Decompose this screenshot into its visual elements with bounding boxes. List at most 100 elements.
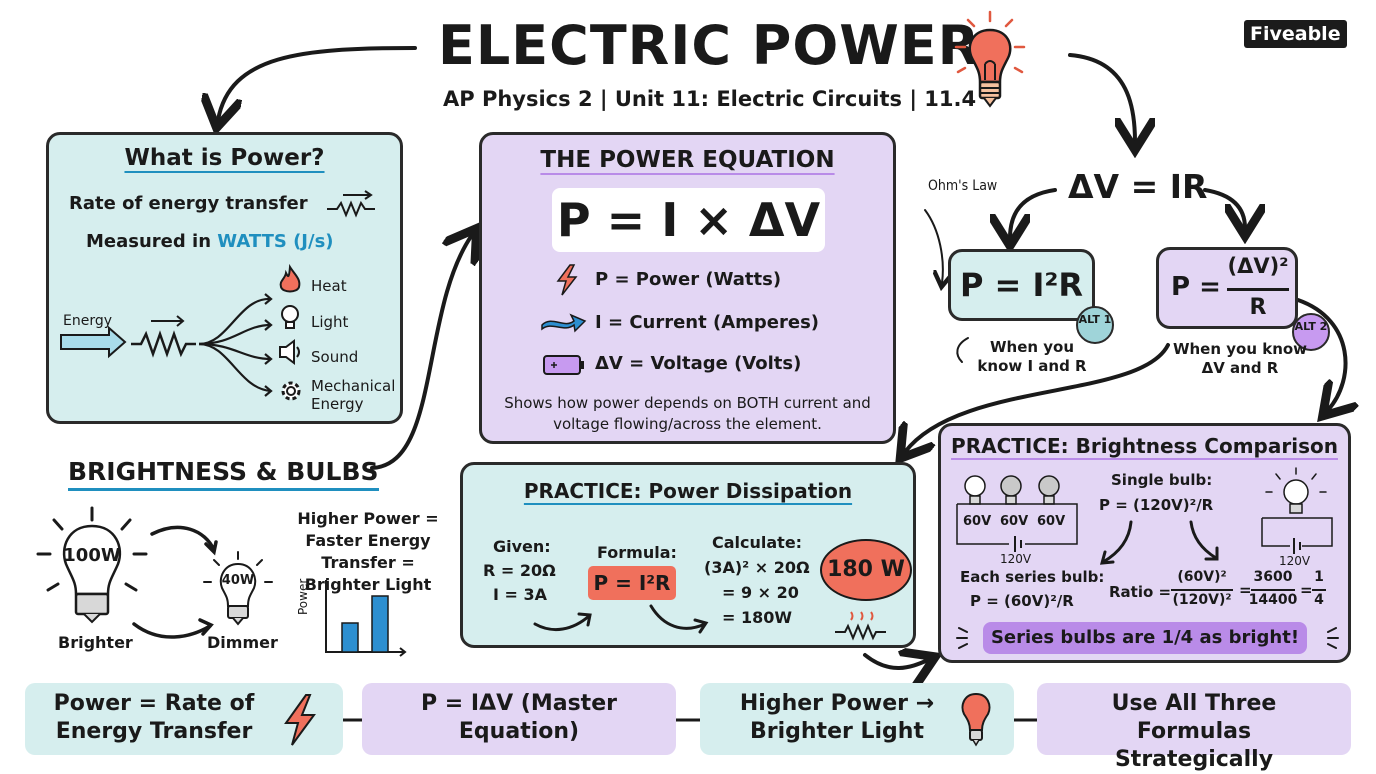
alt2-lhs: P = bbox=[1171, 272, 1221, 302]
resistor-arrow-icon bbox=[327, 190, 375, 218]
calc-step-3: = 180W bbox=[722, 608, 793, 627]
ratio-den-3: 4 bbox=[1314, 592, 1324, 608]
bright-to-dim-arrows bbox=[132, 525, 218, 639]
what-is-power-heading: What is Power? bbox=[124, 145, 325, 171]
power-definition: Rate of energy transfer bbox=[69, 193, 308, 214]
alt2-badge: ALT 2 bbox=[1292, 313, 1330, 351]
power-equation-heading: THE POWER EQUATION bbox=[540, 147, 835, 173]
series-volt-1: 60V bbox=[963, 514, 992, 529]
heat-resistor-icon bbox=[835, 611, 886, 641]
bulb-100w-label: 100W bbox=[63, 545, 121, 566]
alt1-badge: ALT 1 bbox=[1076, 306, 1114, 344]
dim-bulb-icon bbox=[203, 551, 273, 626]
arrow-alt2-to-brightness bbox=[1296, 298, 1346, 410]
practice-dissipation-panel: PRACTICE: Power Dissipation Given: R = 2… bbox=[460, 462, 916, 648]
power-equation-note: Shows how power depends on BOTH current … bbox=[504, 394, 871, 433]
alt2-note: When you know ΔV and R bbox=[1172, 340, 1308, 377]
def-power: P = Power (Watts) bbox=[595, 269, 782, 290]
summary-card-3: Higher Power → Brighter Light bbox=[700, 683, 1014, 755]
ohms-law-label: Ohm's Law bbox=[928, 178, 998, 194]
bar-dim bbox=[341, 622, 359, 653]
equals-2: = bbox=[1300, 581, 1313, 599]
alt2-denominator: R bbox=[1249, 295, 1267, 320]
page-title: ELECTRIC POWER bbox=[438, 14, 981, 77]
power-unit-highlight: WATTS (J/s) bbox=[217, 231, 334, 252]
output-sound: Sound bbox=[311, 348, 359, 366]
battery-icon bbox=[543, 355, 584, 375]
arrow-brightness-to-equation bbox=[370, 235, 472, 470]
bulb-small-icon bbox=[281, 305, 299, 329]
comparison-arrows bbox=[1099, 520, 1219, 565]
alt2-fraction-bar bbox=[1227, 288, 1289, 291]
summary-card-2: P = IΔV (Master Equation) bbox=[362, 683, 676, 755]
brightness-note: Higher Power = Faster Energy Transfer = … bbox=[297, 509, 439, 594]
lightbulb-summary-icon bbox=[961, 692, 991, 747]
alt2-formula-box: P = (ΔV)² R bbox=[1156, 247, 1298, 329]
arrow-ohms-to-alt1 bbox=[1010, 188, 1057, 238]
calc-flow-arrows bbox=[533, 604, 709, 634]
single-bulb-label: Single bulb: bbox=[1111, 471, 1213, 489]
series-bulb-label: Each series bulb: bbox=[960, 568, 1105, 586]
lightning-icon bbox=[556, 264, 578, 296]
given-current: I = 3A bbox=[493, 585, 548, 604]
series-volt-2: 60V bbox=[1000, 514, 1029, 529]
power-bar-chart bbox=[325, 580, 407, 657]
practice-dissipation-heading: PRACTICE: Power Dissipation bbox=[523, 479, 853, 503]
flame-icon bbox=[279, 263, 301, 293]
series-volt-3: 60V bbox=[1037, 514, 1066, 529]
bulb-40w-label: 40W bbox=[221, 573, 255, 588]
conclusion-sparkles bbox=[956, 627, 1339, 649]
output-mechanical: Mechanical Energy bbox=[311, 377, 396, 413]
equals-1: = bbox=[1239, 581, 1252, 599]
dimmer-label: Dimmer bbox=[207, 633, 278, 652]
ratio-den-2: 14400 bbox=[1248, 592, 1298, 608]
ratio-label: Ratio = bbox=[1109, 583, 1172, 601]
result-badge: 180 W bbox=[820, 539, 912, 601]
formula-highlight: P = I²R bbox=[588, 566, 676, 600]
arrow-alt1-note bbox=[956, 337, 969, 363]
bright-bulb-icon bbox=[36, 506, 148, 624]
power-axis-label: Power bbox=[296, 578, 310, 615]
practice-brightness-heading: PRACTICE: Brightness Comparison bbox=[951, 434, 1338, 458]
arrow-ohms-to-alt2 bbox=[1203, 188, 1245, 228]
brightness-heading: BRIGHTNESS & BULBS bbox=[68, 457, 379, 491]
ratio-num-3: 1 bbox=[1314, 569, 1324, 585]
ratio-bar-2 bbox=[1251, 589, 1295, 591]
ratio-bar-1 bbox=[1171, 589, 1233, 591]
def-current: I = Current (Amperes) bbox=[595, 312, 820, 333]
power-unit-line: Measured in WATTS (J/s) bbox=[86, 231, 334, 252]
ratio-bar-3 bbox=[1312, 589, 1326, 591]
output-light: Light bbox=[311, 313, 349, 331]
lightning-summary-icon bbox=[284, 694, 316, 746]
summary-card-4: Use All Three Formulas Strategically bbox=[1037, 683, 1351, 772]
calc-step-1: (3A)² × 20Ω bbox=[704, 558, 810, 577]
conclusion-banner: Series bulbs are 1/4 as bright! bbox=[983, 622, 1307, 654]
formula-label: Formula: bbox=[597, 543, 677, 562]
ratio-den-1: (120V)² bbox=[1172, 592, 1232, 608]
energy-flow-diagram bbox=[60, 293, 273, 397]
power-equation-panel: THE POWER EQUATION P = I × ΔV P = Power … bbox=[479, 132, 896, 444]
single-source-voltage: 120V bbox=[1279, 554, 1311, 568]
arrow-title-to-ohms bbox=[1068, 53, 1135, 142]
practice-brightness-panel: PRACTICE: Brightness Comparison 60V 60V … bbox=[938, 423, 1351, 663]
series-source-voltage: 120V bbox=[1000, 552, 1032, 566]
series-circuit-diagram bbox=[956, 475, 1078, 552]
brighter-label: Brighter bbox=[58, 633, 133, 652]
given-label: Given: bbox=[493, 537, 551, 556]
ohms-law-equation: ΔV = IR bbox=[1068, 167, 1208, 206]
calculate-label: Calculate: bbox=[712, 533, 803, 552]
def-voltage: ΔV = Voltage (Volts) bbox=[595, 353, 802, 374]
single-bulb-circuit bbox=[1261, 467, 1333, 554]
ratio-num-2: 3600 bbox=[1253, 569, 1293, 585]
fiveable-logo: Fiveable bbox=[1244, 20, 1347, 48]
current-arrow-icon bbox=[541, 313, 587, 333]
single-bulb-formula: P = (120V)²/R bbox=[1099, 496, 1214, 514]
energy-label: Energy bbox=[63, 313, 113, 329]
what-is-power-panel: What is Power? Rate of energy transfer M… bbox=[46, 132, 403, 424]
alt2-numerator: (ΔV)² bbox=[1227, 254, 1289, 278]
speaker-icon bbox=[279, 339, 300, 365]
arrow-ohms-label bbox=[924, 209, 943, 283]
arrow-dissipation-to-brightness bbox=[863, 655, 928, 668]
arrow-alt2-to-practice bbox=[905, 343, 1170, 452]
